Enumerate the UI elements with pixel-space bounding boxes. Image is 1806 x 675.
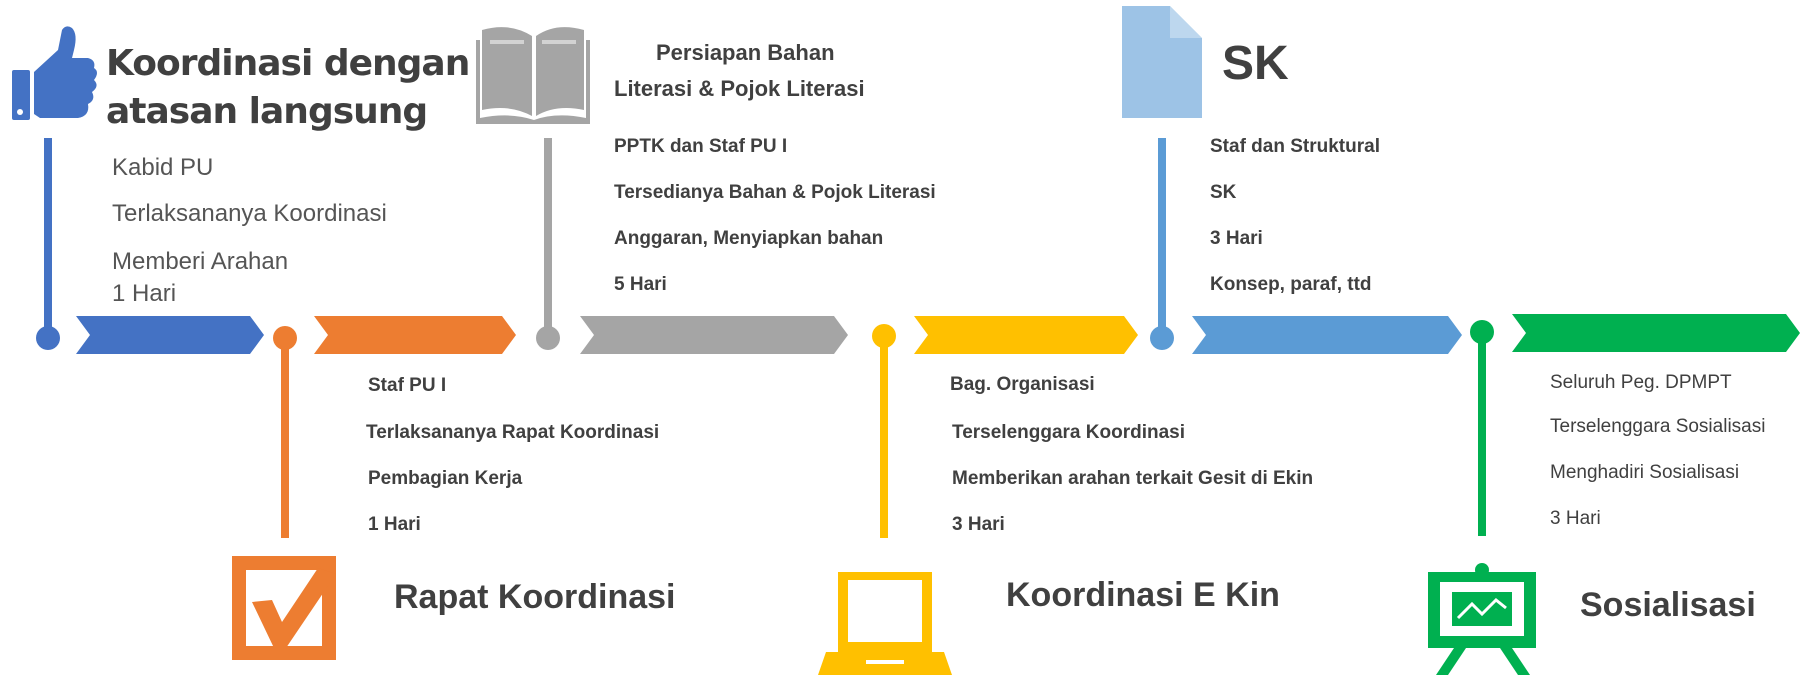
step4-activity: Memberikan arahan terkait Gesit di Ekin — [952, 468, 1314, 489]
stem-gray — [544, 138, 552, 336]
step4-label: Koordinasi E Kin — [1006, 576, 1280, 614]
stem-orange — [281, 338, 289, 538]
step4-who: Bag. Organisasi — [950, 374, 1095, 395]
step6-activity: Menghadiri Sosialisasi — [1550, 462, 1740, 483]
chevron-green — [1512, 314, 1800, 352]
step2-who: Staf PU I — [368, 375, 447, 396]
step1-who: Kabid PU — [112, 154, 214, 181]
step4-output: Terselenggara Koordinasi — [952, 422, 1185, 443]
chevron-gray — [580, 316, 848, 354]
step6-who: Seluruh Peg. DPMPT — [1550, 372, 1732, 393]
stem-green — [1478, 332, 1486, 536]
chevron-orange — [314, 316, 516, 354]
document-icon — [1122, 6, 1202, 118]
stem-lightblue — [1158, 138, 1166, 336]
step5-title: SK — [1222, 37, 1289, 90]
step2-label: Rapat Koordinasi — [394, 578, 676, 616]
thumbs-up-icon — [12, 26, 97, 120]
step3-title-line2: Literasi & Pojok Literasi — [614, 76, 865, 101]
chevron-yellow — [914, 316, 1138, 354]
step6-output: Terselenggara Sosialisasi — [1550, 416, 1766, 437]
step3-title-line1: Persiapan Bahan — [656, 40, 835, 65]
step4-duration: 3 Hari — [952, 514, 1005, 535]
step3-duration: 5 Hari — [614, 274, 667, 295]
step5-duration: 3 Hari — [1210, 228, 1263, 249]
step6-label: Sosialisasi — [1580, 586, 1756, 624]
chevron-blue — [76, 316, 264, 354]
step3-who: PPTK dan Staf PU I — [614, 136, 788, 157]
step1-title: Koordinasi dengan atasan langsung — [106, 40, 470, 136]
step5-output: SK — [1210, 182, 1237, 203]
step5-who: Staf dan Struktural — [1210, 136, 1380, 157]
step1-output: Terlaksananya Koordinasi — [112, 200, 387, 227]
stem-yellow — [880, 336, 888, 538]
step1-activity: Memberi Arahan — [112, 248, 289, 275]
dot-green — [1470, 320, 1494, 344]
dot-orange — [273, 326, 297, 350]
step2-duration: 1 Hari — [368, 514, 421, 535]
dot-blue — [36, 326, 60, 350]
step3-output: Tersedianya Bahan & Pojok Literasi — [614, 182, 936, 203]
step2-output: Terlaksananya Rapat Koordinasi — [366, 422, 660, 443]
step1-title-line2: atasan langsung — [106, 91, 428, 132]
dot-yellow — [872, 324, 896, 348]
stem-blue — [44, 138, 52, 336]
chevron-lightblue — [1192, 316, 1462, 354]
book-icon — [476, 27, 590, 124]
step5-activity: Konsep, paraf, ttd — [1210, 274, 1372, 295]
step1-duration: 1 Hari — [112, 280, 177, 307]
presentation-board-icon — [1428, 563, 1536, 675]
dot-gray — [536, 326, 560, 350]
step3-activity: Anggaran, Menyiapkan bahan — [614, 228, 884, 249]
dot-lightblue — [1150, 326, 1174, 350]
laptop-icon — [818, 572, 952, 675]
step6-duration: 3 Hari — [1550, 508, 1601, 529]
checkbox-icon — [232, 556, 336, 660]
step2-activity: Pembagian Kerja — [368, 468, 523, 489]
step1-title-line1: Koordinasi dengan — [106, 43, 470, 84]
